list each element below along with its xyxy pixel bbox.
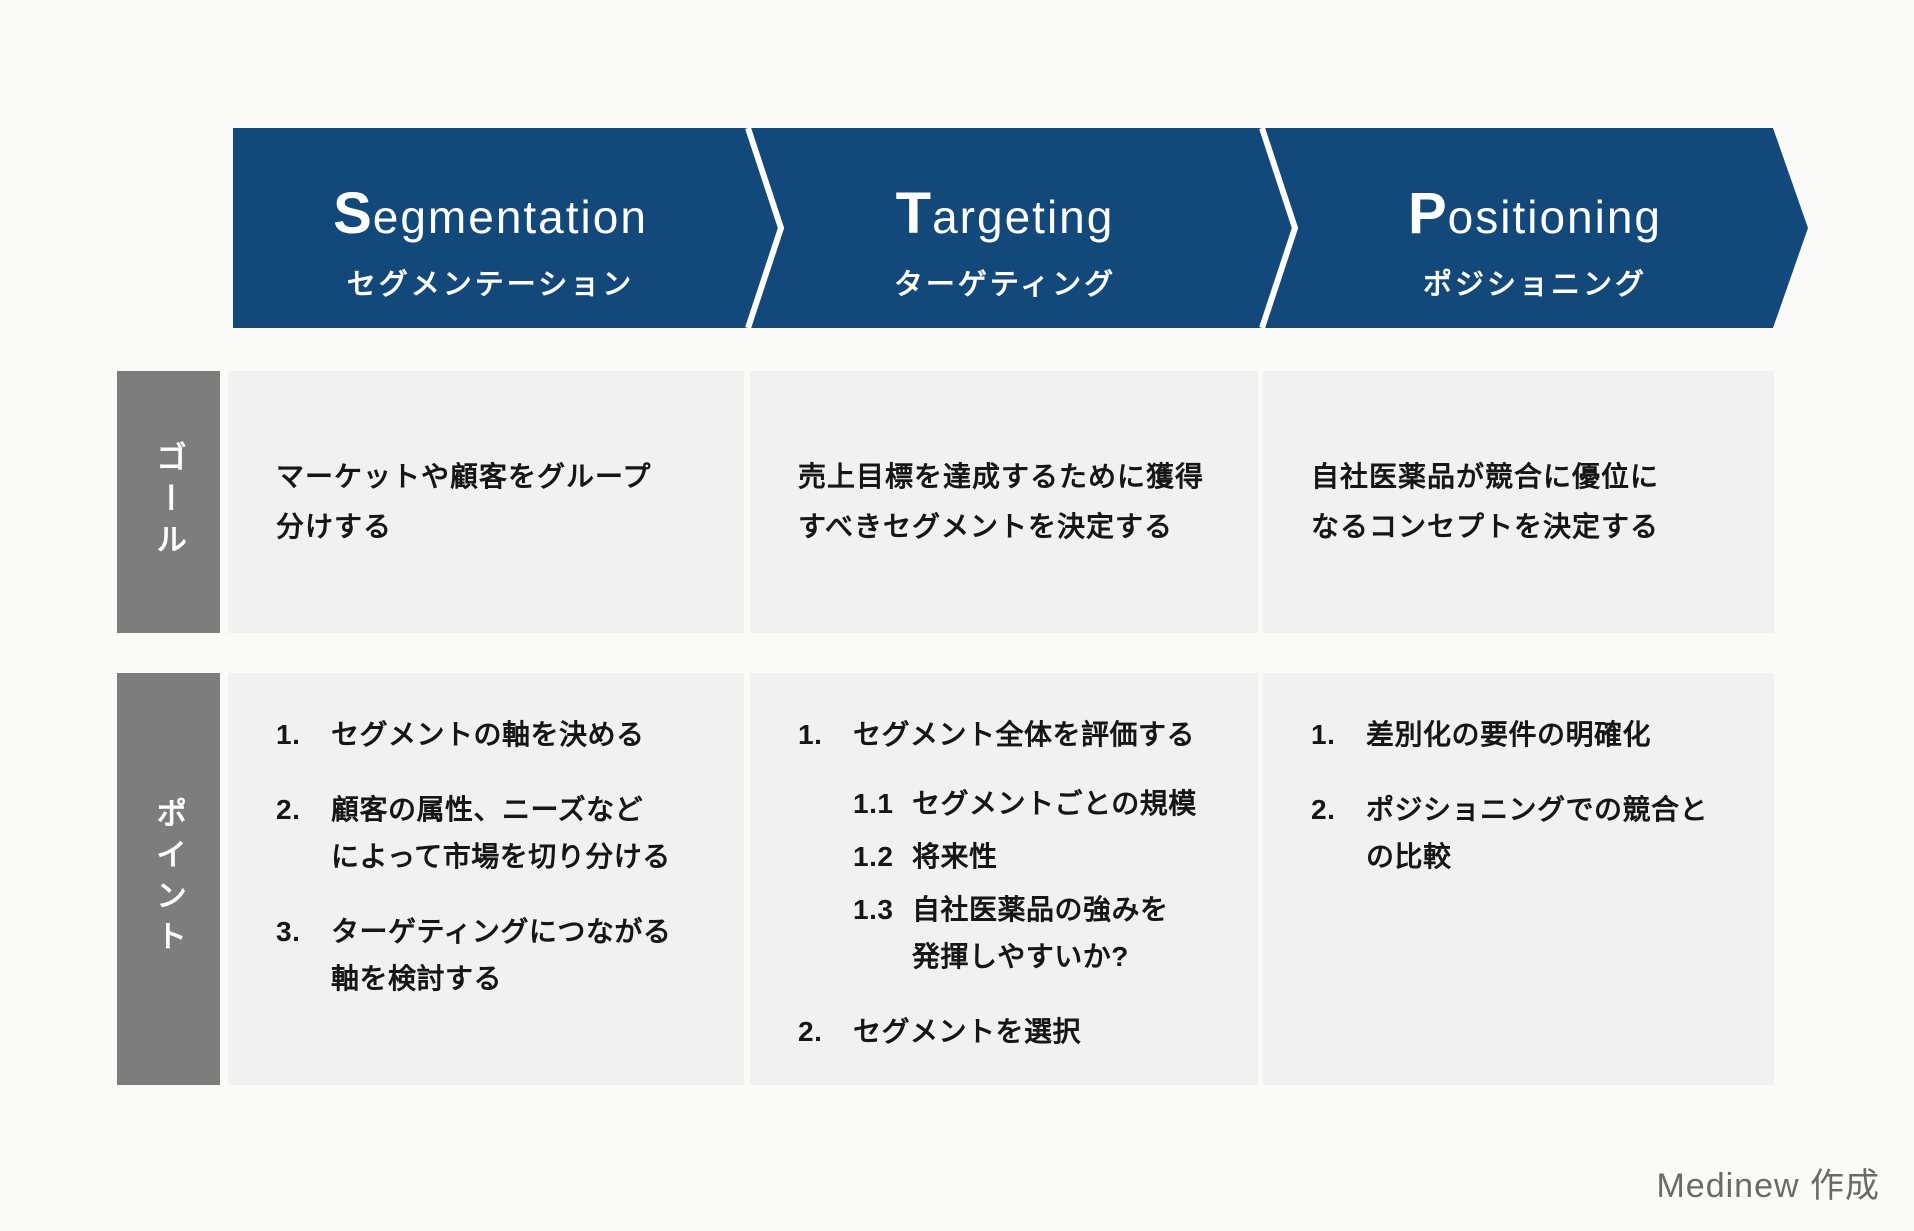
goal-text-line: 自社医薬品が競合に優位に	[1311, 461, 1660, 492]
step-initial-letter: P	[1407, 181, 1448, 246]
step-initial-letter: S	[333, 181, 373, 246]
list-item-text: ポジショニングでの競合と の比較	[1366, 786, 1734, 880]
point-cell-positioning: 1. 差別化の要件の明確化 2. ポジショニングでの競合と の比較	[1263, 673, 1774, 1085]
step-title-jp: ターゲティング	[893, 269, 1117, 301]
list-item-line: の比較	[1366, 841, 1452, 872]
list-item-text: ターゲティングにつながる 軸を検討する	[331, 908, 704, 1002]
point-row-label: ポイント	[117, 673, 220, 1085]
list-item-line: ターゲティングにつながる	[331, 916, 672, 947]
goal-cell-targeting: 売上目標を達成するために獲得 すべきセグメントを決定する	[750, 371, 1258, 633]
sub-item-number: 1.1	[853, 788, 894, 819]
goal-cell-positioning: 自社医薬品が競合に優位に なるコンセプトを決定する	[1263, 371, 1774, 633]
goal-text-line: マーケットや顧客をグループ	[276, 461, 652, 492]
point-cell-targeting: 1. セグメント全体を評価する 1.1 セグメントごとの規模 1.2	[750, 673, 1258, 1085]
sub-item-number: 1.3	[853, 894, 894, 925]
goal-text-line: すべきセグメントを決定する	[798, 511, 1174, 542]
step-positioning: Positioning ポジショニング	[1262, 128, 1808, 328]
step-title-en: Segmentation	[333, 183, 648, 245]
point-list: 1. 差別化の要件の明確化 2. ポジショニングでの競合と の比較	[1311, 711, 1734, 880]
list-item-line: 差別化の要件の明確化	[1366, 719, 1652, 750]
chevron-separator-2	[1259, 128, 1299, 328]
list-item-line: セグメントを選択	[853, 1016, 1082, 1047]
list-item-number: 1.	[798, 719, 823, 750]
sub-item-line: 発揮しやすいか?	[912, 941, 1129, 972]
goal-row-label: ゴール	[117, 371, 220, 633]
step-initial-letter: T	[895, 181, 933, 246]
sub-item-text: セグメントごとの規模	[912, 780, 1218, 827]
list-item-line: セグメント全体を評価する	[853, 719, 1196, 750]
sub-list-item: 1.2 将来性	[853, 833, 1218, 880]
sub-item-line: 将来性	[912, 841, 998, 872]
point-list: 1. セグメントの軸を決める 2. 顧客の属性、ニーズなど によって市場を切り分…	[276, 711, 704, 1002]
list-item-line: によって市場を切り分ける	[331, 841, 671, 872]
list-item: 1. セグメント全体を評価する 1.1 セグメントごとの規模 1.2	[798, 711, 1218, 980]
step-targeting: Targeting ターゲティング	[748, 128, 1262, 328]
step-title-en: Positioning	[1408, 183, 1662, 245]
list-item-line: ポジショニングでの競合と	[1366, 794, 1709, 825]
sub-item-line: セグメントごとの規模	[912, 788, 1197, 819]
step-title-en: Targeting	[896, 183, 1115, 245]
step-title-rest: argeting	[932, 191, 1115, 243]
list-item-number: 2.	[798, 1016, 823, 1047]
sub-list: 1.1 セグメントごとの規模 1.2 将来性 1.3	[853, 758, 1218, 980]
list-item-number: 1.	[1311, 719, 1336, 750]
goal-text-line: 分けする	[276, 511, 393, 542]
list-item: 1. セグメントの軸を決める	[276, 711, 704, 758]
step-title-rest: egmentation	[372, 191, 648, 243]
list-item-text: 差別化の要件の明確化	[1366, 711, 1734, 758]
list-item-number: 2.	[276, 794, 301, 825]
list-item: 2. 顧客の属性、ニーズなど によって市場を切り分ける	[276, 786, 704, 880]
arrow-band-shape	[233, 128, 1808, 328]
step-segmentation: Segmentation セグメンテーション	[233, 128, 748, 328]
goal-text-line: なるコンセプトを決定する	[1311, 511, 1660, 542]
goal-cell-segmentation: マーケットや顧客をグループ 分けする	[228, 371, 744, 633]
list-item-number: 2.	[1311, 794, 1336, 825]
list-item: 3. ターゲティングにつながる 軸を検討する	[276, 908, 704, 1002]
list-item-number: 1.	[276, 719, 301, 750]
list-item-text: 顧客の属性、ニーズなど によって市場を切り分ける	[331, 786, 704, 880]
sub-item-number: 1.2	[853, 841, 894, 872]
arrow-band-graphic	[233, 128, 1808, 328]
sub-item-text: 自社医薬品の強みを 発揮しやすいか?	[912, 886, 1218, 980]
step-title-jp: ポジショニング	[1422, 269, 1647, 301]
chevron-separator-1	[745, 128, 785, 328]
list-item-line: 顧客の属性、ニーズなど	[331, 794, 644, 825]
sub-item-line: 自社医薬品の強みを	[912, 894, 1169, 925]
stp-header-band: Segmentation セグメンテーション Targeting ターゲティング…	[233, 128, 1808, 328]
list-item: 2. セグメントを選択	[798, 1008, 1218, 1055]
footer-credit: Medinew 作成	[1656, 1167, 1880, 1205]
list-item-text: セグメントを選択	[853, 1008, 1218, 1055]
list-item: 1. 差別化の要件の明確化	[1311, 711, 1734, 758]
sub-item-text: 将来性	[912, 833, 1218, 880]
list-item-line: 軸を検討する	[331, 963, 503, 994]
step-title-rest: ositioning	[1447, 191, 1663, 243]
sub-list-item: 1.3 自社医薬品の強みを 発揮しやすいか?	[853, 886, 1218, 980]
step-title-jp: セグメンテーション	[346, 269, 635, 301]
sub-list-item: 1.1 セグメントごとの規模	[853, 780, 1218, 827]
list-item: 2. ポジショニングでの競合と の比較	[1311, 786, 1734, 880]
list-item-text: セグメントの軸を決める	[331, 711, 704, 758]
point-cell-segmentation: 1. セグメントの軸を決める 2. 顧客の属性、ニーズなど によって市場を切り分…	[228, 673, 744, 1085]
goal-text-line: 売上目標を達成するために獲得	[798, 461, 1205, 492]
list-item-text: セグメント全体を評価する	[853, 711, 1218, 758]
list-item-line: セグメントの軸を決める	[331, 719, 645, 750]
point-list: 1. セグメント全体を評価する 1.1 セグメントごとの規模 1.2	[798, 711, 1218, 1055]
list-item-number: 3.	[276, 916, 301, 947]
